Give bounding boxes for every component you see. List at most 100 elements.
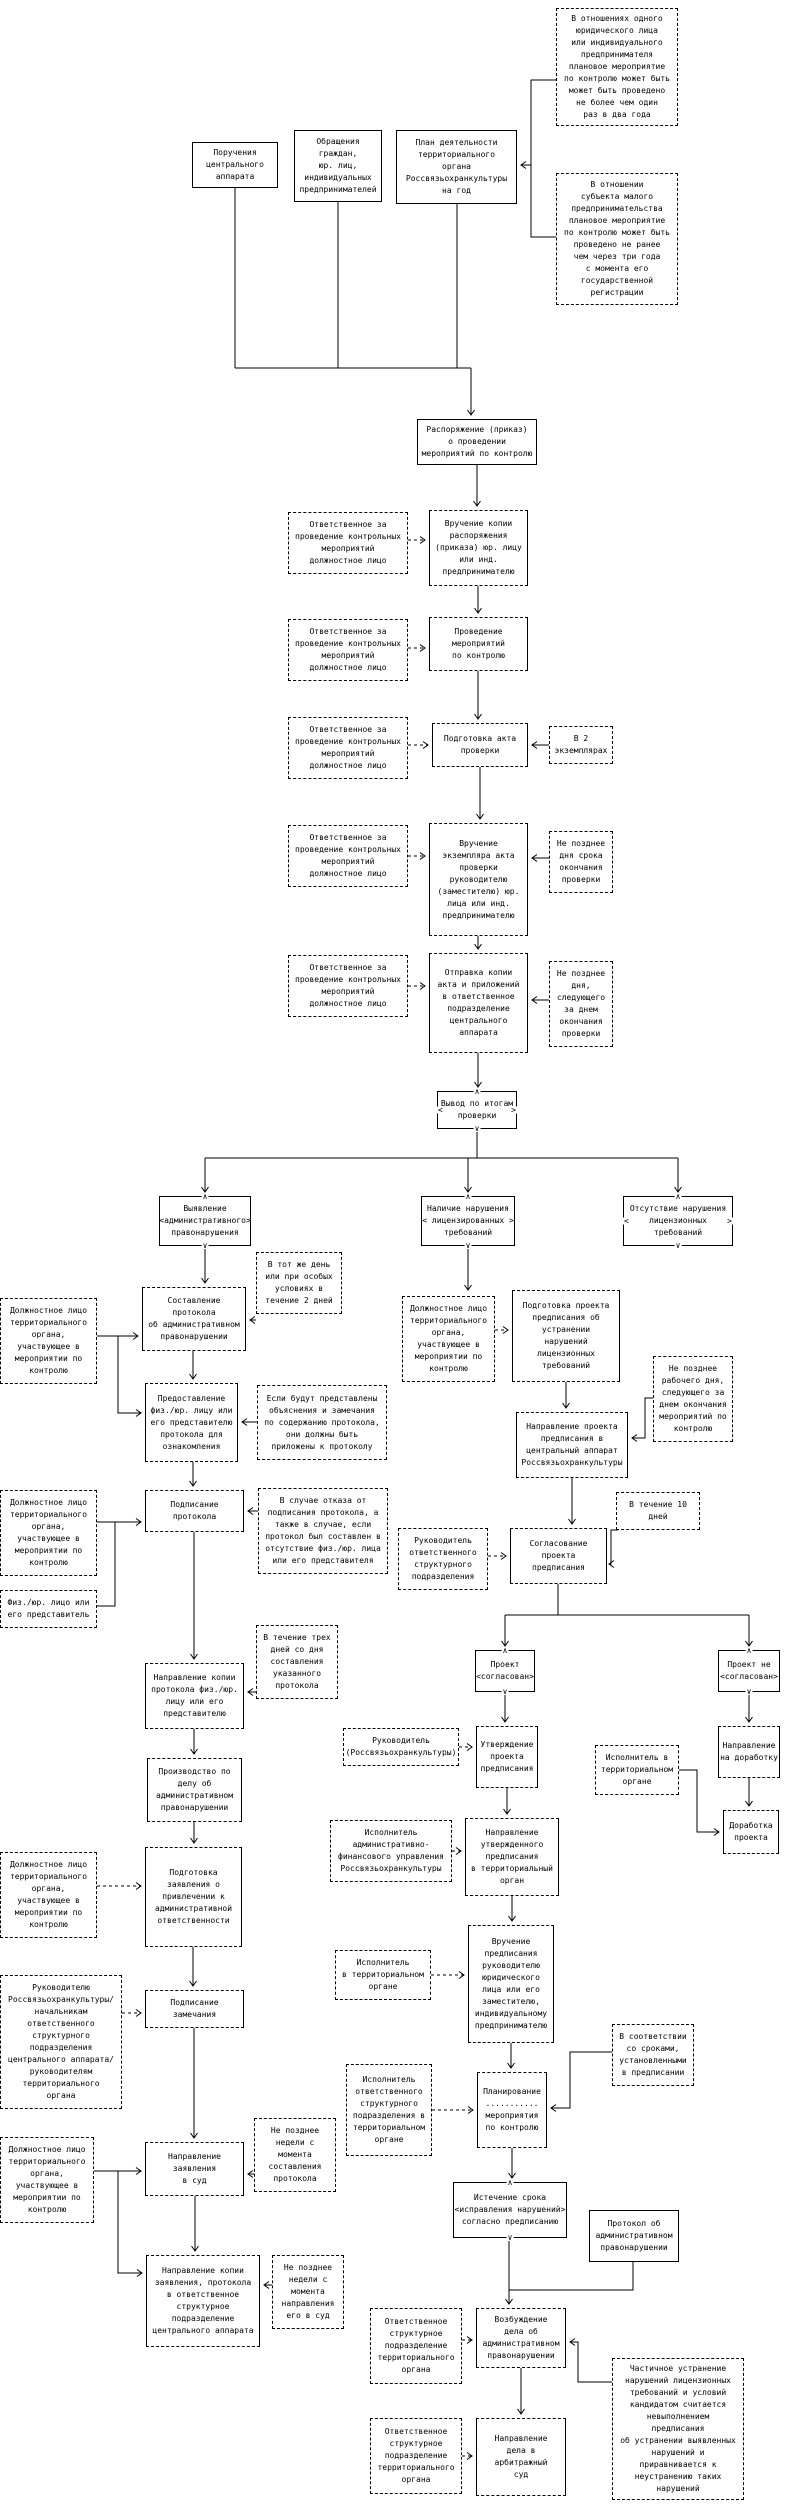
node-text-line: протокола <box>273 2174 317 2183</box>
connector <box>97 1522 116 1607</box>
node-text-line: момента <box>278 2150 312 2159</box>
node-text-line: следующего <box>556 993 606 1002</box>
node-text-line: Должностное лицо <box>9 1306 88 1315</box>
node-text-line: по контролю <box>485 2123 539 2132</box>
node-text-line: физ./юр. лицу или <box>150 1405 233 1415</box>
node-text-line: правонарушении <box>487 2351 555 2360</box>
decision-mark: ∧ <box>501 1646 509 1655</box>
node-text-line: Направление копии <box>162 2266 244 2275</box>
node-text-line: условиях в <box>274 1284 324 1293</box>
node-text-line: подразделение <box>171 2314 235 2323</box>
node-text-line: может быть проведено <box>568 86 666 95</box>
node-text-line: В отношении <box>590 180 644 189</box>
node-text-line: Не позднее <box>668 1364 718 1373</box>
node-text-line: мероприятий <box>321 987 375 996</box>
node-text-line: Не позднее <box>556 839 606 848</box>
node-text-line: следующего за <box>661 1388 725 1397</box>
node-text-line: мероприятия <box>485 2111 539 2120</box>
node-text-line: контролю <box>29 1920 68 1929</box>
node-text-line: по контролю может быть <box>564 228 670 237</box>
node-text-line: Распоряжение (приказ) <box>426 425 528 434</box>
node-text-line: экземплярах <box>554 746 608 755</box>
node-text-line: органа, <box>31 1884 66 1893</box>
node-text-line: его представитель <box>7 1610 90 1619</box>
node-text-line: подразделение <box>384 2341 448 2350</box>
node-text-line: протокол был составлен в <box>265 1532 381 1541</box>
node-text-line: неустранению таких <box>634 2472 722 2481</box>
decision-deadline: Истечение срока<исправления нарушений>со… <box>453 2178 567 2242</box>
connector <box>569 2338 612 2383</box>
node-text-line: окончания <box>559 1017 603 1026</box>
node-text-line: Истечение срока <box>473 2193 547 2202</box>
node-text-line: Производство по <box>158 1767 231 1776</box>
node-text-line: Ответственное за <box>309 520 387 529</box>
node-text-line: орган <box>499 1876 525 1885</box>
node-text-line: должностное лицо <box>309 869 387 878</box>
node-text-line: территориальном <box>600 1765 674 1774</box>
node-text-line: административном <box>155 1791 234 1800</box>
node-text-line: контролю <box>29 1366 68 1375</box>
decision-mark: < <box>437 1105 444 1115</box>
node-text-line: Ответственное за <box>309 725 387 734</box>
node-text-line: структурное <box>389 2439 443 2448</box>
node-text-line: проведено не ранее <box>573 240 661 249</box>
node-text-line: Подписание <box>170 1998 219 2007</box>
node-text-line: Не позднее <box>270 2126 320 2135</box>
node-text-line: юридического <box>482 1973 540 1982</box>
node-text-line: составления <box>270 1657 324 1666</box>
node-text-line: экземпляра акта <box>442 850 515 860</box>
node-text-line: центрального <box>449 1016 508 1025</box>
node-text-line: ознакомления <box>162 1441 221 1451</box>
node-text-line: <согласован> <box>476 1672 534 1681</box>
decision-mark: ∧ <box>201 1192 209 1201</box>
node-text-line: Исполнитель <box>362 2075 416 2084</box>
node-text-line: предпринимателей <box>299 185 377 194</box>
node-text-line: органе <box>368 1982 398 1991</box>
node-text-line: индивидуальных <box>304 173 372 182</box>
node-text-line: проведение контрольных <box>295 845 401 854</box>
node-text-line: Подготовка <box>169 1868 218 1877</box>
node-text-line: суд <box>513 2470 529 2479</box>
decision-not-approved: Проект не<согласован>∧∨ <box>718 1647 780 1696</box>
decision-mark: ∨ <box>501 1687 509 1696</box>
node-text-line: индивидуальному <box>474 2009 548 2018</box>
node-text-line: Частичное устранение <box>629 2364 727 2373</box>
node-text-line: План деятельности <box>415 138 498 147</box>
node-text-line: подписания протокола, а <box>267 1508 379 1517</box>
node-text-line: органа, <box>431 1328 466 1337</box>
node-text-line: Доработка <box>729 1821 773 1830</box>
node-text-line: Должностное лицо <box>409 1304 488 1313</box>
node-text-line: мероприятии по <box>14 1354 83 1363</box>
node-text-line: административном <box>482 2339 560 2348</box>
connector <box>608 1529 618 1568</box>
node-text-line: его в суд <box>286 2311 330 2320</box>
node-text-line: акта и приложений <box>437 980 520 989</box>
node-text-line: территориального <box>9 1318 88 1327</box>
node-text-line: < лицензированных > <box>422 1216 514 1225</box>
node-text-line: В отношениях одного <box>571 14 663 23</box>
node-text-line: делу об <box>177 1779 212 1788</box>
node-text-line: Вручение <box>491 1937 531 1946</box>
decision-mark: ∧ <box>506 2178 514 2187</box>
node-text-line: юр. лиц, <box>318 161 358 170</box>
node-text-line: требований <box>443 1228 493 1237</box>
node-text-line: заявления о <box>167 1880 220 1889</box>
node-text-line: установленными <box>619 2056 687 2065</box>
node-text-line: недели с <box>275 2138 315 2147</box>
node-text-line: предпринимателю <box>474 2021 548 2030</box>
node-text-line: не более чем один <box>576 98 658 107</box>
node-text-line: Ответственное <box>384 2427 448 2436</box>
node-text-line: органа <box>442 162 471 171</box>
node-text-line: на доработку <box>720 1753 778 1762</box>
node-text-line: подразделение <box>384 2451 448 2460</box>
